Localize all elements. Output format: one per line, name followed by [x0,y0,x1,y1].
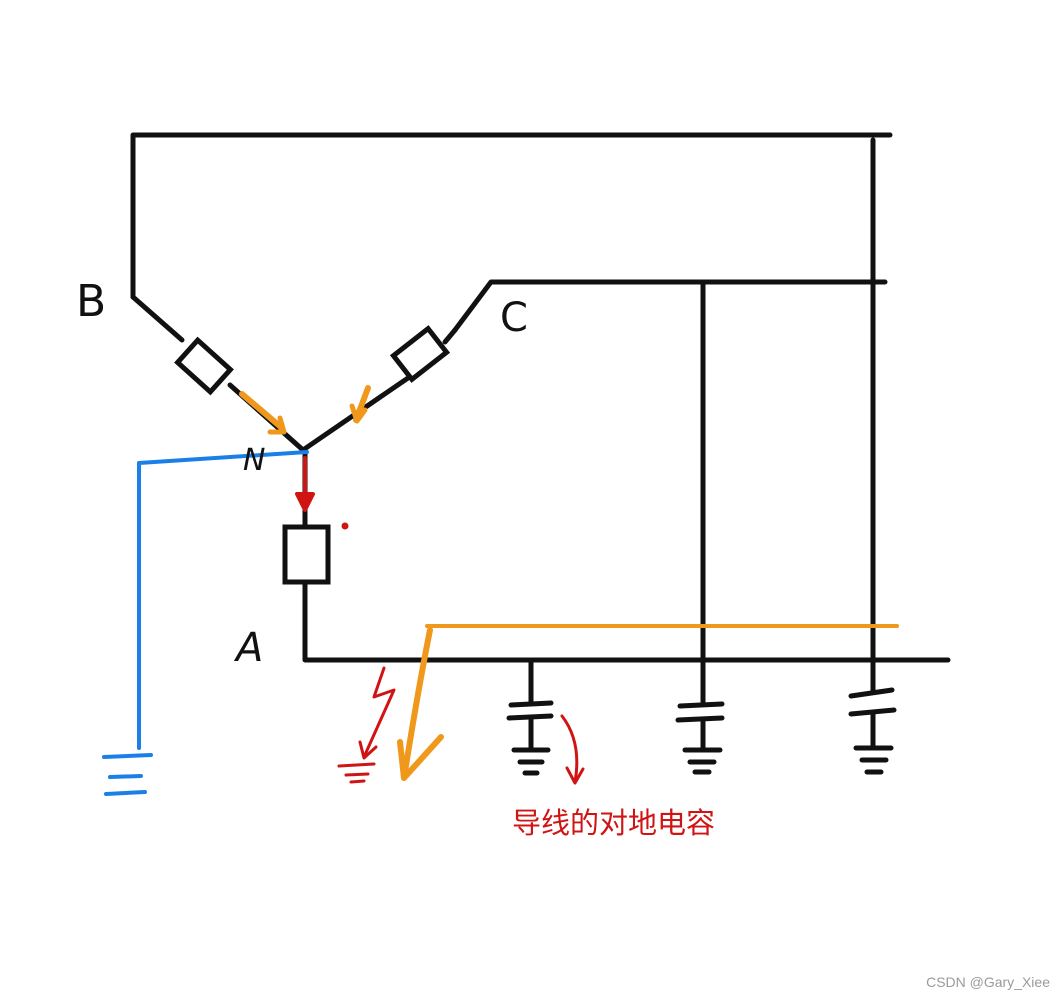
capacitance-pointer-head [565,766,585,785]
winding-a [282,524,331,585]
phase-a-line [302,579,951,663]
b-arm-upper [130,294,185,343]
neutral-ground [102,450,309,796]
polarity-dot [341,522,349,530]
winding-c [389,325,451,383]
node-n-label: N [243,443,266,478]
fault-drop [401,627,433,781]
ground-symbol-2 [108,774,143,779]
ground-symbol-1 [102,753,153,759]
n-to-a-arrowhead [295,492,315,512]
red-ground-3 [349,779,366,784]
lightning-arrow [362,666,396,759]
red-annotations [295,456,585,785]
c-arm-arrow [353,385,371,423]
phase-b-line [130,132,893,300]
windings [174,325,451,585]
black-wires [130,132,951,706]
red-ground-2 [344,772,370,777]
winding-b [174,336,234,396]
fault-drop-arrowhead [397,734,444,781]
red-ground-1 [337,762,376,768]
fault-current [239,385,899,781]
capacitor-a [506,700,554,776]
ground-capacitors [506,687,897,776]
node-a-label: A [236,625,264,671]
node-c-label: C [500,295,528,341]
watermark: CSDN @Gary_Xiee [926,974,1050,990]
capacitance-pointer [560,714,579,784]
c-arm-arrowhead [349,403,368,424]
b-arm-arrowhead [267,415,287,435]
c-arm-upper [442,327,458,345]
node-b-label: B [76,276,107,327]
b-arm-arrow [239,391,285,431]
neutral-ground-wire [137,450,309,750]
phase-c-line [452,279,888,333]
lightning-arrowhead [358,740,378,760]
capacitor-b [848,687,897,775]
capacitance-annotation: 导线的对地电容 [512,806,716,840]
ground-symbol-3 [104,790,147,796]
capacitor-c [675,701,725,775]
